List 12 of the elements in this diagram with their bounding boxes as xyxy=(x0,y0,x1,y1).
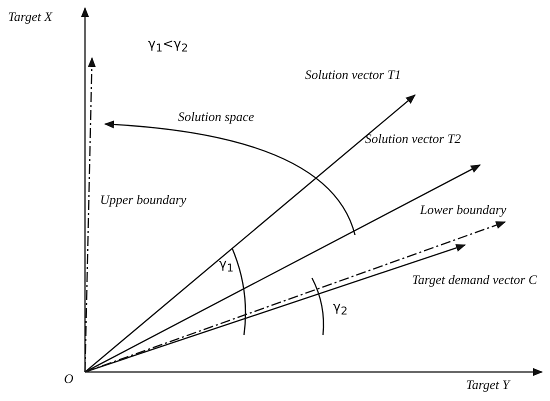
origin-label: O xyxy=(64,372,74,386)
boundary-label: Upper boundary xyxy=(100,193,186,208)
boundary-label: Lower boundary xyxy=(420,203,506,218)
vector-label: Solution vector T2 xyxy=(365,132,462,146)
angle-label: γ$_{2}$ xyxy=(333,301,348,318)
axis-label: Target Y xyxy=(466,378,510,392)
angle-label: γ$_{1}$ xyxy=(219,258,234,274)
condition-formula: γ$_{1}$<γ$_{2}$ xyxy=(148,38,188,54)
axis-label: Target X xyxy=(8,10,52,24)
vector-label: Solution vector T1 xyxy=(305,68,402,82)
vector-label: Target demand vector C xyxy=(412,273,538,288)
region-label: Solution space xyxy=(178,110,254,124)
